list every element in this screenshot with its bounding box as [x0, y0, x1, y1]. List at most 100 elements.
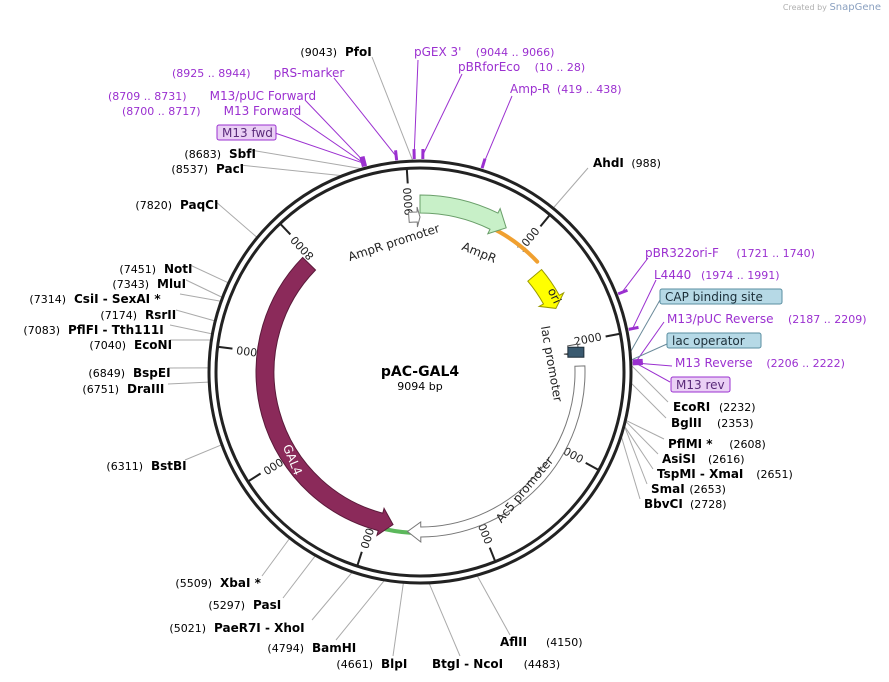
site-name: PflMI * [668, 437, 713, 451]
leader-line [428, 583, 461, 657]
primer-mark [359, 156, 365, 168]
site-name: BglII [671, 416, 702, 430]
primer: (8700 .. 8717)M13 Forward [122, 104, 301, 118]
site-position: (6311) [106, 460, 143, 473]
tick-label: 9000 [401, 187, 416, 216]
site-position: (7083) [23, 324, 60, 337]
primer-name: L4440 [654, 268, 691, 282]
backbone-inner [214, 166, 626, 578]
site-name: AhdI [593, 156, 624, 170]
leader-line [636, 363, 671, 383]
primer-name: M13 Forward [224, 104, 302, 118]
leader-line [482, 95, 513, 165]
leader-line [631, 343, 668, 361]
primer: (8925 .. 8944)pRS-marker [172, 66, 344, 80]
restriction-site: (7343)MluI [112, 277, 186, 291]
site-name: BamHI [312, 641, 356, 655]
primer: M13 fwd [216, 124, 277, 141]
primer-position: (2206 .. 2222) [766, 357, 845, 370]
site-name: EcoNI [134, 338, 172, 352]
site-name: TspMI - XmaI [657, 467, 743, 481]
site-position: (4794) [267, 642, 304, 655]
misc-box [666, 332, 762, 349]
leader-line [274, 132, 363, 164]
primer-position: (419 .. 438) [557, 83, 622, 96]
primer: M13/pUC Reverse(2187 .. 2209) [667, 312, 867, 326]
feature-gal4 [255, 256, 394, 537]
site-position: (2353) [717, 417, 754, 430]
site-name: PaeR7I - XhoI [214, 621, 305, 635]
tick-label: 1000 [515, 225, 543, 255]
plasmid-backbone [207, 159, 633, 585]
restriction-site: (6311)BstBI [106, 459, 186, 473]
leader-line [239, 164, 341, 177]
tick-label: 2000 [573, 330, 603, 348]
leader-line [422, 73, 463, 156]
feature-ori [527, 268, 565, 309]
primer-mark [480, 158, 487, 169]
misc-feature: CAP binding site [659, 288, 783, 305]
restriction-site: (7174)RsrII [100, 308, 176, 322]
site-name: BspEI [133, 366, 171, 380]
primer-mark [617, 288, 629, 296]
leader-line [413, 59, 419, 156]
restriction-site: BglII (2353) [671, 416, 754, 430]
primer-name: M13 Reverse [675, 356, 753, 370]
site-position: (4661) [336, 658, 373, 671]
restriction-site: AhdI(988) [593, 156, 661, 170]
primer: L4440 (1974 .. 1991) [654, 268, 780, 282]
tick-mark [488, 547, 496, 562]
leader-line [167, 381, 209, 385]
tick-mark [539, 214, 551, 227]
site-name: AflII [500, 635, 527, 649]
restriction-site: (9043)PfoI [300, 45, 371, 59]
site-position: (8683) [184, 148, 221, 161]
leader-line [185, 279, 222, 298]
primer-name: M13 fwd [222, 126, 273, 140]
site-position: (2728) [690, 498, 727, 511]
tick-mark [356, 551, 363, 566]
site-position: (2651) [756, 468, 793, 481]
site-position: (5509) [175, 577, 212, 590]
restriction-site: (5297)PasI [208, 598, 281, 612]
restriction-site: SmaI(2653) [651, 482, 726, 496]
leader-line [169, 324, 212, 335]
leader-line [249, 149, 361, 169]
credit-prefix: Created by [782, 3, 827, 12]
leader-line [631, 365, 669, 403]
primer-name: M13/pUC Reverse [667, 312, 774, 326]
primer-name: pRS-marker [274, 66, 345, 80]
site-position: (4483) [524, 658, 561, 671]
tick-mark [405, 169, 409, 184]
primer: pBRforEco(10 .. 28) [458, 60, 585, 74]
leader-line [175, 309, 215, 322]
misc-feature-marker [567, 346, 585, 358]
leader-line [261, 538, 290, 577]
restriction-site: (4661)BlpI [336, 657, 407, 671]
restriction-site: AsiSI(2616) [662, 452, 745, 466]
primer-mark [361, 156, 368, 167]
restriction-site: (7040)EcoNI [89, 338, 172, 352]
leader-line [624, 426, 648, 485]
site-name: EcoRI [673, 400, 710, 414]
leader-line [626, 420, 665, 440]
restriction-site: TspMI - XmaI (2651) [657, 467, 793, 481]
restriction-site: (8537)PacI [171, 162, 244, 176]
site-position: (2608) [729, 438, 766, 451]
primer-box [216, 124, 277, 141]
leader-line [553, 167, 589, 208]
site-position: (7820) [135, 199, 172, 212]
site-position: (7451) [119, 263, 156, 276]
feature-label: lac promoter [538, 325, 565, 403]
restriction-site: PflMI * (2608) [668, 437, 766, 451]
tick-mark [585, 462, 599, 471]
site-name: BbvCI [644, 497, 683, 511]
leader-line [335, 580, 385, 641]
primer-name: M13 rev [676, 378, 725, 392]
primer-position: (1974 .. 1991) [701, 269, 780, 282]
site-position: (6751) [82, 383, 119, 396]
site-name: PaqCI [180, 198, 218, 212]
primer: pBR322ori-F(1721 .. 1740) [645, 246, 815, 260]
site-name: PfoI [345, 45, 372, 59]
tick-mark [248, 472, 262, 482]
